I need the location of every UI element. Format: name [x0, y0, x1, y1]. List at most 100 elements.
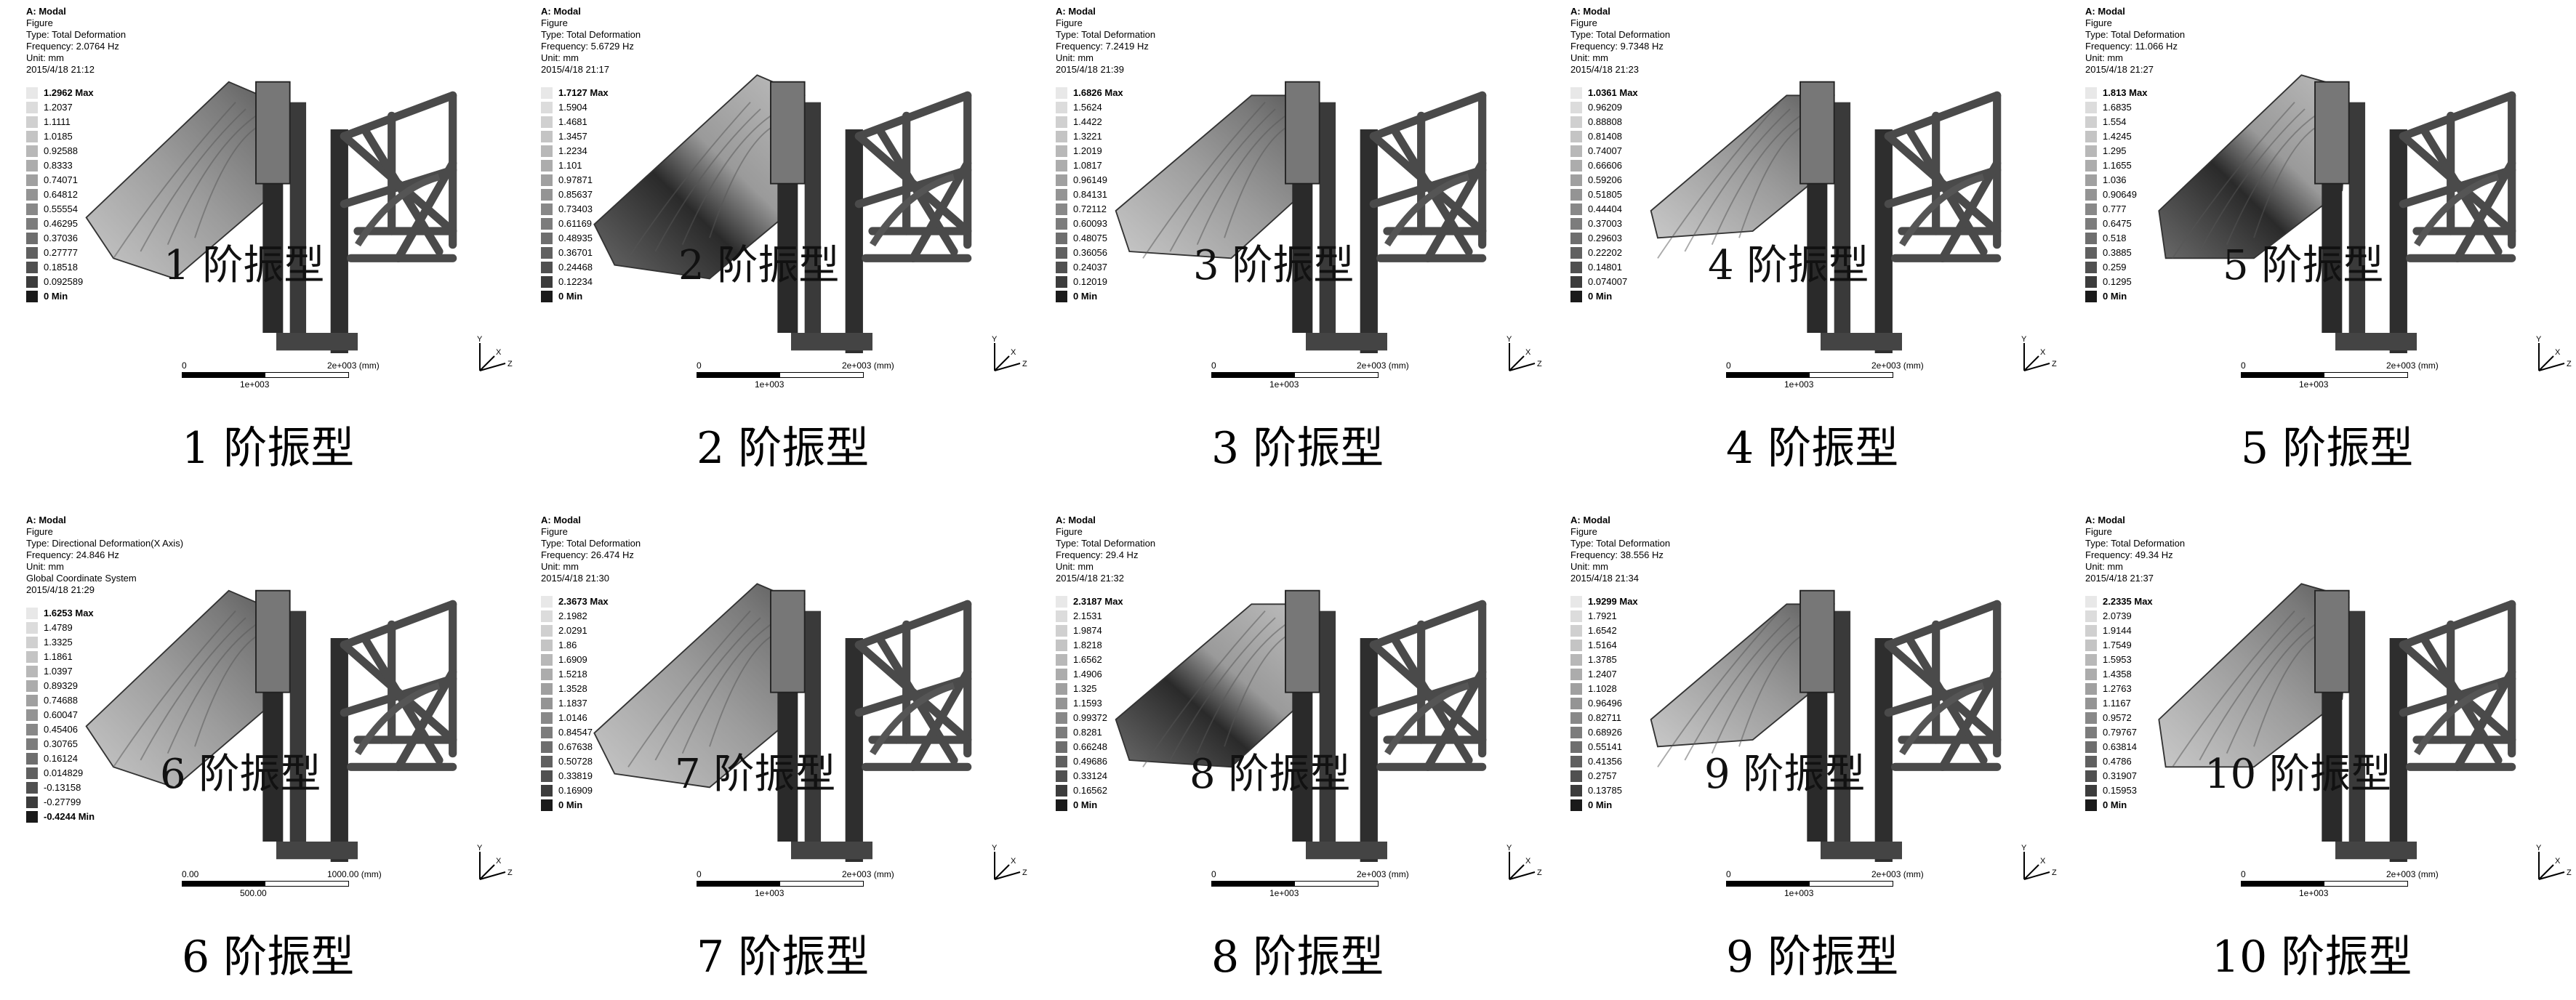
legend-value: 0.9572 — [2103, 712, 2132, 723]
legend-swatch — [1570, 189, 1582, 201]
legend-value: -0.13158 — [44, 782, 81, 793]
legend-value: 0.14801 — [1588, 262, 1622, 273]
legend-swatch — [1056, 291, 1067, 302]
legend-swatch — [1056, 727, 1067, 738]
axis-x-label: X — [2555, 348, 2561, 357]
header-line: 2015/4/18 21:29 — [26, 584, 95, 595]
scale-bar-graphic — [697, 881, 864, 887]
scale-mid: 1e+003 — [1784, 379, 1814, 390]
legend-value: 1.5164 — [1588, 640, 1617, 650]
header-line: Unit: mm — [1570, 561, 1608, 572]
legend-value: 0.4786 — [2103, 756, 2132, 767]
axis-triad-icon: YXZ — [2021, 844, 2057, 880]
legend-swatch — [1570, 640, 1582, 651]
legend-swatch — [26, 753, 38, 765]
legend-swatch — [2085, 189, 2097, 201]
legend-swatch — [2085, 596, 2097, 608]
legend-swatch — [26, 262, 38, 273]
scale-zero: 0 — [2241, 869, 2246, 879]
legend-swatch — [541, 640, 553, 651]
axis-z-label: Z — [1537, 360, 1542, 368]
legend-swatch — [541, 741, 553, 753]
legend-swatch — [1570, 218, 1582, 230]
legend-swatch — [2085, 770, 2097, 782]
legend-value: 1.9874 — [1073, 625, 1102, 636]
legend-swatch — [2085, 102, 2097, 113]
legend-value: 0.73403 — [558, 203, 593, 214]
header-line: Figure — [2085, 17, 2112, 28]
scale-mid: 1e+003 — [755, 888, 785, 898]
mode-overlay-label: 7 阶振型 — [675, 751, 836, 798]
legend-swatch — [2085, 291, 2097, 302]
legend-swatch — [1056, 174, 1067, 186]
legend-swatch — [2085, 741, 2097, 753]
legend-swatch — [2085, 625, 2097, 637]
legend-swatch — [2085, 247, 2097, 259]
legend-value: 1.813 Max — [2103, 87, 2148, 98]
legend-swatch — [2085, 116, 2097, 128]
legend-value: 0.99372 — [1073, 712, 1107, 723]
legend-value: 0.8333 — [44, 160, 73, 171]
legend-value: 1.0146 — [558, 712, 587, 723]
header-line: Global Coordinate System — [26, 573, 137, 584]
header-line: A: Modal — [1570, 6, 1610, 17]
legend-value: 1.0397 — [44, 666, 73, 677]
legend-value: 0.16124 — [44, 753, 78, 764]
axis-z-label: Z — [2052, 360, 2057, 368]
legend-swatch — [1056, 160, 1067, 172]
legend-value: 0.59206 — [1588, 174, 1622, 185]
legend-swatch — [541, 712, 553, 724]
legend-swatch — [26, 767, 38, 779]
legend-value: 0.97871 — [558, 174, 593, 185]
header-line: A: Modal — [1056, 6, 1096, 17]
legend-swatch — [26, 637, 38, 648]
legend-value: 0.16562 — [1073, 785, 1107, 796]
axis-triad-icon: YXZ — [1506, 844, 1542, 880]
legend-value: 1.9144 — [2103, 625, 2132, 636]
scale-zero: 0 — [2241, 360, 2246, 371]
legend-swatch — [1570, 247, 1582, 259]
legend-swatch — [541, 683, 553, 695]
header-line: Figure — [541, 526, 568, 537]
legend-swatch — [1056, 669, 1067, 680]
legend-value: 0 Min — [1073, 799, 1098, 810]
legend-swatch — [26, 651, 38, 663]
axis-x-label: X — [2555, 857, 2561, 866]
legend-value: 1.0185 — [44, 131, 73, 142]
header-line: Unit: mm — [1056, 561, 1094, 572]
header-line: Type: Total Deformation — [2085, 538, 2186, 549]
header-line: Unit: mm — [541, 561, 579, 572]
legend-value: 0.24037 — [1073, 262, 1107, 273]
scale-zero: 0 — [182, 360, 187, 371]
legend-swatch — [26, 174, 38, 186]
header-line: 2015/4/18 21:39 — [1056, 64, 1124, 75]
scale-max: 2e+003 (mm) — [1357, 869, 1409, 879]
legend-swatch — [541, 756, 553, 767]
mode-caption: 6 阶振型 — [182, 932, 355, 983]
legend-swatch — [541, 276, 553, 288]
scale-max: 1000.00 (mm) — [327, 869, 382, 879]
legend-swatch — [1570, 610, 1582, 622]
mode-overlay-label: 4 阶振型 — [1708, 242, 1869, 289]
legend-swatch — [1570, 203, 1582, 215]
mode-caption: 8 阶振型 — [1211, 932, 1384, 983]
legend-value: 0.37036 — [44, 233, 78, 243]
scale-mid: 1e+003 — [1784, 888, 1814, 898]
legend-value: 2.1531 — [1073, 610, 1102, 621]
header-line: 2015/4/18 21:32 — [1056, 573, 1124, 584]
scale-zero: 0 — [1726, 869, 1731, 879]
legend-value: 0.74007 — [1588, 145, 1622, 156]
header-line: Frequency: 49.34 Hz — [2085, 549, 2173, 560]
legend-swatch — [1056, 233, 1067, 244]
legend-swatch — [541, 102, 553, 113]
legend-swatch — [2085, 131, 2097, 142]
header-line: 2015/4/18 21:27 — [2085, 64, 2154, 75]
legend-swatch — [26, 666, 38, 677]
legend-swatch — [1570, 712, 1582, 724]
header-line: Figure — [1056, 526, 1083, 537]
